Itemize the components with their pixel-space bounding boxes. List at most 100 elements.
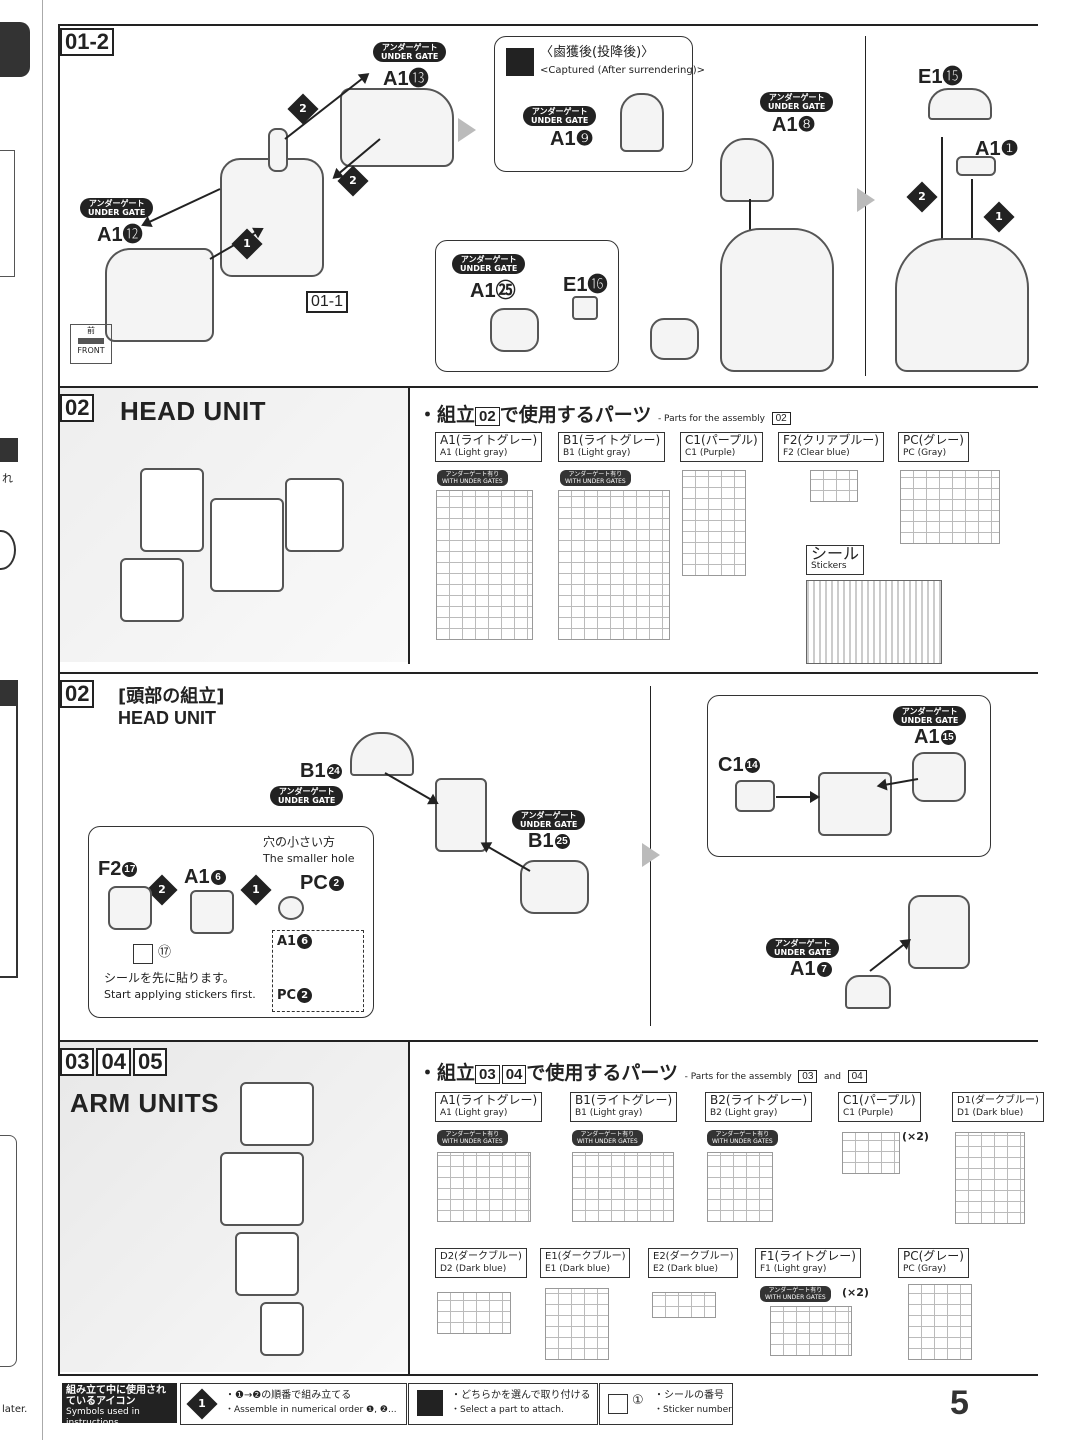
legend-title: 組み立て中に使用されているアイコン Symbols used in instru…	[62, 1383, 177, 1428]
legend-sticker: ① ・シールの番号 ・Sticker number	[599, 1383, 733, 1425]
clear-sensor-part	[108, 886, 152, 930]
runner-label-a1: A1(ライトグレー)A1 (Light gray)	[435, 1092, 543, 1122]
left-edge-circle	[0, 530, 16, 570]
part-label-a1-12: A1⓬	[97, 224, 143, 246]
runner-a1-diagram	[437, 1152, 531, 1222]
page-number: 5	[950, 1384, 969, 1422]
head-unit-title-jp: [頭部の組立]	[118, 686, 225, 707]
head-exploded-part	[210, 498, 284, 592]
left-edge-box	[0, 704, 18, 978]
body-core-part	[220, 158, 324, 277]
head-unit-title-en: HEAD UNIT	[118, 708, 216, 728]
legend-top-rule	[58, 1374, 1038, 1376]
runner-d1-diagram	[955, 1132, 1025, 1224]
legend-sticker-jp: ・シールの番号	[654, 1390, 724, 1401]
arrow-a1-7	[869, 939, 911, 972]
detail-inset	[272, 930, 364, 1012]
runner-label-b2: B2(ライトグレー)B2 (Light gray)	[705, 1092, 813, 1122]
sticker-number: ⑰	[158, 945, 172, 960]
antenna-part	[928, 88, 992, 120]
page-gutter-line	[42, 0, 43, 1440]
runner-label-e1: E1(ダークブルー)E1 (Dark blue)	[540, 1248, 631, 1278]
part-label-a1-9: A1❾	[550, 128, 594, 150]
legend-order-jp: ・❶→❷の順番で組み立てる	[225, 1390, 352, 1401]
legend-order: 1 ・❶→❷の順番で組み立てる ・Assemble in numerical o…	[180, 1383, 407, 1425]
body-joint-part	[268, 128, 288, 172]
runner-label-f2: F2(クリアブルー)F2 (Clear blue)	[778, 432, 884, 462]
front-arrow-icon	[78, 338, 104, 344]
runner-pc-diagram	[900, 470, 1000, 544]
runner-b1-diagram	[558, 490, 670, 640]
arm-exploded-part	[260, 1302, 304, 1356]
left-margin-text: later.	[2, 1404, 28, 1415]
legend-title-jp: 組み立て中に使用されているアイコン	[66, 1385, 166, 1407]
head-exploded-part	[140, 468, 204, 552]
arrow-c1-14	[776, 791, 820, 803]
front-indicator: 前 FRONT	[70, 324, 112, 364]
arm-exploded-part	[220, 1152, 304, 1226]
arrow-b1-25	[481, 842, 531, 872]
next-step-arrow	[857, 188, 875, 212]
captured-label-en: <Captured (After surrendering)>	[540, 65, 705, 76]
arm-units-title: ARM UNITS	[70, 1088, 219, 1118]
cheek-part	[912, 752, 966, 802]
legend-sticker-en: ・Sticker number	[654, 1405, 732, 1415]
runner-d2-diagram	[437, 1292, 511, 1334]
order-2-icon: 2	[337, 165, 369, 197]
head-finished-part	[895, 238, 1029, 372]
quantity-x2: (×2)	[842, 1286, 869, 1299]
runner-c1-diagram	[842, 1132, 900, 1174]
legend-select: ・どちらかを選んで取り付ける ・Select a part to attach.	[408, 1383, 598, 1425]
smaller-hole-jp: 穴の小さい方	[263, 835, 336, 849]
part-label-e1-16: E1⓰	[563, 274, 608, 296]
order-2-icon: 2	[906, 181, 938, 213]
runner-a1-diagram	[436, 490, 533, 640]
part-label-a1-13: A1⓭	[383, 68, 429, 90]
next-step-arrow	[458, 118, 476, 142]
sticker-first-jp: シールを先に貼ります。	[104, 971, 235, 985]
runner-e2-diagram	[652, 1292, 716, 1318]
runner-label-d1: D1(ダークブルー)D1 (Dark blue)	[952, 1092, 1044, 1122]
section-rule	[58, 386, 1038, 388]
runner-e1-diagram	[545, 1288, 609, 1360]
runner-label-e2: E2(ダークブルー)E2 (Dark blue)	[648, 1248, 739, 1278]
arm-exploded-part	[235, 1232, 299, 1296]
sticker-first-en: Start applying stickers first.	[104, 988, 256, 1001]
arm-exploded-part	[240, 1082, 314, 1146]
legend-order-en: ・Assemble in numerical order ❶, ❷...	[225, 1405, 397, 1415]
order-1-icon: 1	[983, 201, 1015, 233]
quantity-x2: (×2)	[902, 1130, 929, 1143]
face-part	[720, 138, 774, 202]
head-finished-part	[908, 895, 970, 969]
step-04-label: 04	[96, 1048, 131, 1076]
left-rule	[58, 24, 60, 1374]
runner-pc-diagram	[908, 1284, 972, 1360]
section-rule	[58, 672, 1038, 674]
head-side-part	[350, 732, 414, 776]
head-unit-title: HEAD UNIT	[120, 396, 267, 426]
front-label-jp: 前	[87, 326, 95, 335]
head-unit-image-panel	[60, 388, 408, 662]
order-1-icon: 1	[240, 874, 272, 906]
order-2-icon: 2	[287, 93, 319, 125]
head-center-part	[435, 778, 487, 852]
legend-title-en: Symbols used in instructions	[66, 1407, 140, 1428]
